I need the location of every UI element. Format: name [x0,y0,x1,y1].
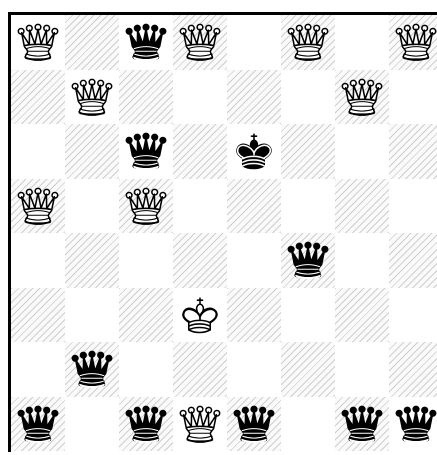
square-h6[interactable] [389,124,437,179]
square-g7[interactable] [335,70,389,125]
square-b3[interactable] [65,288,119,343]
white-queen-icon[interactable] [285,19,331,65]
square-d8[interactable] [173,15,227,70]
square-b5[interactable] [65,179,119,234]
black-queen-icon[interactable] [15,401,61,447]
black-queen-icon[interactable] [123,401,169,447]
square-g2[interactable] [335,342,389,397]
square-d2[interactable] [173,342,227,397]
square-h2[interactable] [389,342,437,397]
square-e1[interactable] [227,397,281,452]
square-f8[interactable] [281,15,335,70]
square-c6[interactable] [119,124,173,179]
square-d5[interactable] [173,179,227,234]
chess-board [11,15,437,455]
square-f7[interactable] [281,70,335,125]
square-b2[interactable] [65,342,119,397]
square-b8[interactable] [65,15,119,70]
white-queen-icon[interactable] [177,19,223,65]
square-h4[interactable] [389,233,437,288]
square-a7[interactable] [11,70,65,125]
square-f1[interactable] [281,397,335,452]
square-f6[interactable] [281,124,335,179]
white-king-icon[interactable] [177,292,223,338]
square-g6[interactable] [335,124,389,179]
black-queen-icon[interactable] [123,128,169,174]
square-c3[interactable] [119,288,173,343]
square-d3[interactable] [173,288,227,343]
white-queen-icon[interactable] [123,183,169,229]
square-h5[interactable] [389,179,437,234]
white-queen-icon[interactable] [15,183,61,229]
white-queen-icon[interactable] [339,74,385,120]
square-e5[interactable] [227,179,281,234]
white-queen-icon[interactable] [393,19,437,65]
black-queen-icon[interactable] [123,19,169,65]
square-e6[interactable] [227,124,281,179]
square-a8[interactable] [11,15,65,70]
square-a6[interactable] [11,124,65,179]
black-queen-icon[interactable] [285,237,331,283]
square-g5[interactable] [335,179,389,234]
black-queen-icon[interactable] [339,401,385,447]
square-c7[interactable] [119,70,173,125]
white-queen-icon[interactable] [69,74,115,120]
white-queen-icon[interactable] [177,401,223,447]
square-h3[interactable] [389,288,437,343]
square-h7[interactable] [389,70,437,125]
square-d1[interactable] [173,397,227,452]
square-e7[interactable] [227,70,281,125]
square-a3[interactable] [11,288,65,343]
square-h1[interactable] [389,397,437,452]
square-c5[interactable] [119,179,173,234]
square-c2[interactable] [119,342,173,397]
square-c8[interactable] [119,15,173,70]
black-king-icon[interactable] [231,128,277,174]
square-d4[interactable] [173,233,227,288]
black-queen-icon[interactable] [231,401,277,447]
square-f4[interactable] [281,233,335,288]
square-c4[interactable] [119,233,173,288]
square-f5[interactable] [281,179,335,234]
square-a4[interactable] [11,233,65,288]
square-d6[interactable] [173,124,227,179]
square-b4[interactable] [65,233,119,288]
square-b1[interactable] [65,397,119,452]
square-e4[interactable] [227,233,281,288]
square-g4[interactable] [335,233,389,288]
square-a5[interactable] [11,179,65,234]
square-f3[interactable] [281,288,335,343]
black-queen-icon[interactable] [69,346,115,392]
square-b6[interactable] [65,124,119,179]
square-b7[interactable] [65,70,119,125]
square-e2[interactable] [227,342,281,397]
square-c1[interactable] [119,397,173,452]
square-e8[interactable] [227,15,281,70]
square-g1[interactable] [335,397,389,452]
square-f2[interactable] [281,342,335,397]
square-h8[interactable] [389,15,437,70]
square-a2[interactable] [11,342,65,397]
square-g8[interactable] [335,15,389,70]
square-g3[interactable] [335,288,389,343]
black-queen-icon[interactable] [393,401,437,447]
square-a1[interactable] [11,397,65,452]
square-d7[interactable] [173,70,227,125]
white-queen-icon[interactable] [15,19,61,65]
square-e3[interactable] [227,288,281,343]
